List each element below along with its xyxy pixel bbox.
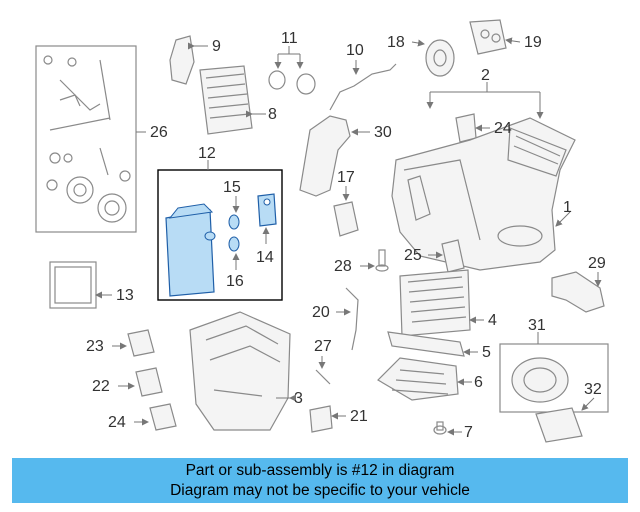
- callout-16[interactable]: 16: [226, 273, 244, 290]
- callout-20[interactable]: 20: [312, 304, 330, 321]
- callout-7[interactable]: 7: [464, 424, 473, 441]
- callout-15[interactable]: 15: [223, 179, 241, 196]
- part-30-bracket: [299, 115, 351, 197]
- part-4-filter: [399, 269, 484, 337]
- part-9-bracket: [169, 35, 195, 85]
- part-11-clamps: [268, 46, 316, 95]
- part-17-actuator: [333, 201, 359, 237]
- part-32-resistor: [535, 407, 583, 443]
- callout-18[interactable]: 18: [387, 34, 405, 51]
- part-13-filter: [49, 261, 112, 309]
- part-24-actuator-top: [455, 113, 477, 143]
- part-31-blower: [499, 332, 609, 413]
- callout-31[interactable]: 31: [528, 317, 546, 334]
- evaporator-core: [165, 209, 215, 297]
- callout-27[interactable]: 27: [314, 338, 332, 355]
- callout-8[interactable]: 8: [268, 106, 277, 123]
- callout-24-bottom[interactable]: 24: [108, 414, 126, 431]
- o-ring-15: [228, 214, 240, 230]
- callout-30[interactable]: 30: [374, 124, 392, 141]
- callout-19[interactable]: 19: [524, 34, 542, 51]
- part-18-seal: [411, 39, 455, 77]
- callout-1[interactable]: 1: [563, 199, 572, 216]
- callout-2[interactable]: 2: [481, 67, 490, 84]
- callout-21[interactable]: 21: [350, 408, 368, 425]
- callout-4[interactable]: 4: [488, 312, 497, 329]
- callout-24-top[interactable]: 24: [494, 120, 512, 137]
- callout-10[interactable]: 10: [346, 42, 364, 59]
- part-22-actuator: [135, 367, 163, 397]
- part-3-case: [189, 311, 296, 431]
- info-banner: Part or sub-assembly is #12 in diagram D…: [12, 458, 628, 503]
- callout-3[interactable]: 3: [294, 390, 303, 407]
- part-23-actuator: [127, 329, 155, 357]
- callout-labels: 1 2 3 4 5 6 7 8 9 10 11 12 13 14 15 16 1…: [86, 30, 606, 441]
- callout-26[interactable]: 26: [150, 124, 168, 141]
- part-10-pipe: [329, 63, 397, 111]
- callout-5[interactable]: 5: [482, 344, 491, 361]
- part-20-rod: [345, 287, 359, 351]
- expansion-valve-14: [257, 193, 277, 227]
- callout-6[interactable]: 6: [474, 374, 483, 391]
- callout-17[interactable]: 17: [337, 169, 355, 186]
- part-28-bolt: [360, 249, 389, 272]
- callout-14[interactable]: 14: [256, 249, 274, 266]
- callout-25[interactable]: 25: [404, 247, 422, 264]
- part-24-actuator-bottom: [149, 403, 177, 431]
- part-26-linkage-group: [35, 45, 146, 233]
- part-12-evaporator-assembly[interactable]: [157, 160, 283, 301]
- callout-11[interactable]: 11: [281, 30, 298, 47]
- part-19-seal: [469, 19, 521, 55]
- part-8-heater-core: [199, 65, 266, 135]
- part-1-heater-unit: [391, 117, 576, 271]
- parts-diagram: 1 2 3 4 5 6 7 8 9 10 11 12 13 14 15 16 1…: [35, 19, 609, 443]
- part-25-actuator: [441, 239, 465, 273]
- part-29-bracket: [551, 271, 605, 313]
- callout-9[interactable]: 9: [212, 38, 221, 55]
- part-2-leaders: [426, 82, 544, 119]
- callout-12[interactable]: 12: [198, 145, 216, 162]
- banner-line-1: Part or sub-assembly is #12 in diagram: [185, 462, 455, 479]
- callout-28[interactable]: 28: [334, 258, 352, 275]
- part-5-plate: [387, 331, 465, 357]
- callout-29[interactable]: 29: [588, 255, 606, 272]
- callout-13[interactable]: 13: [116, 287, 134, 304]
- callout-23[interactable]: 23: [86, 338, 104, 355]
- part-21-connector: [309, 405, 333, 433]
- part-27-bolt: [315, 369, 331, 385]
- callout-22[interactable]: 22: [92, 378, 110, 395]
- part-6-base: [377, 357, 472, 401]
- banner-line-2: Diagram may not be specific to your vehi…: [170, 482, 470, 499]
- callout-32[interactable]: 32: [584, 381, 602, 398]
- part-7-screw: [433, 421, 462, 436]
- o-ring-16: [228, 236, 240, 252]
